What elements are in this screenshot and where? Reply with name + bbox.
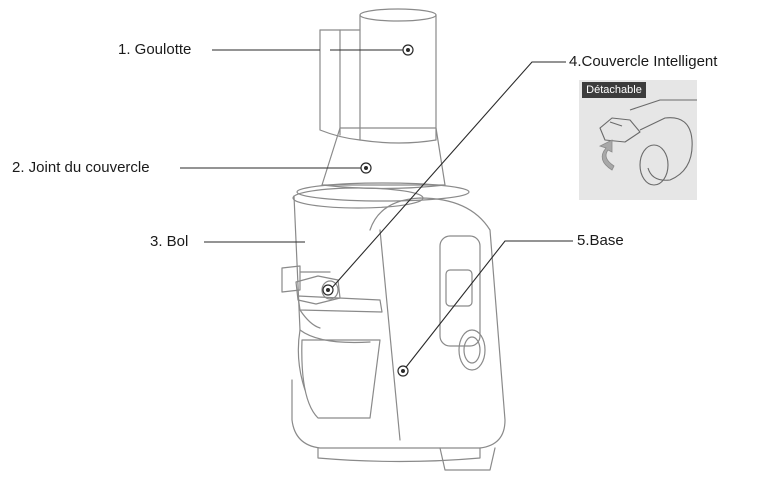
detach-arrow [598, 139, 615, 171]
label-joint: 2. Joint du couvercle [12, 159, 150, 176]
label-goulotte: 1. Goulotte [118, 41, 192, 58]
smart-lid [295, 275, 341, 305]
detachable-tag: Détachable [582, 82, 646, 98]
leader-base [402, 240, 573, 372]
label-base: 5.Base [577, 232, 624, 249]
label-bol: 3. Bol [150, 233, 189, 250]
label-couvercle: 4.Couvercle Intelligent [569, 53, 718, 70]
bowl [281, 187, 424, 391]
detachable-inset [579, 80, 697, 200]
leader-couvercle [329, 61, 566, 291]
feed-chute [319, 8, 437, 144]
base [291, 197, 506, 471]
